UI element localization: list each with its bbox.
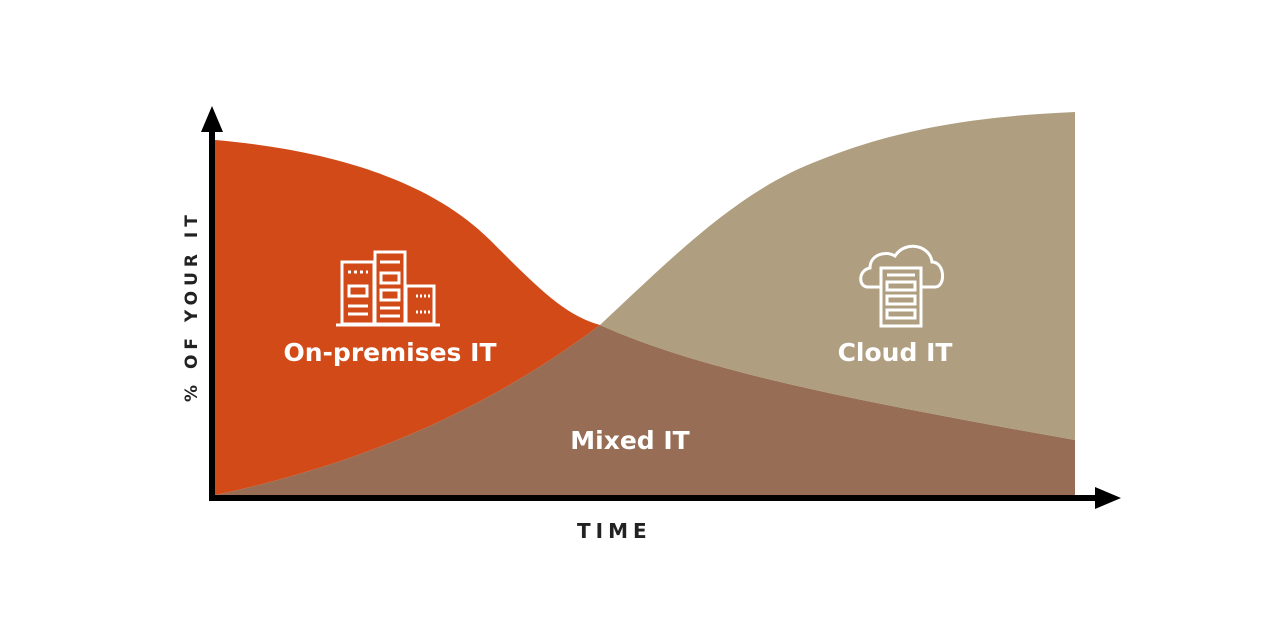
mixed-it-region <box>215 325 1075 495</box>
cloud-label: Cloud IT <box>837 338 953 367</box>
cloud-region <box>600 112 1075 440</box>
cloud-server-icon <box>859 244 944 328</box>
server-buildings-icon <box>336 250 440 327</box>
x-axis-label: TIME <box>577 519 652 543</box>
y-axis <box>201 106 223 501</box>
mixed-label: Mixed IT <box>570 426 690 455</box>
y-axis-label: % OF YOUR IT <box>182 210 202 402</box>
x-axis <box>209 487 1121 509</box>
on-premises-label: On-premises IT <box>283 338 497 367</box>
